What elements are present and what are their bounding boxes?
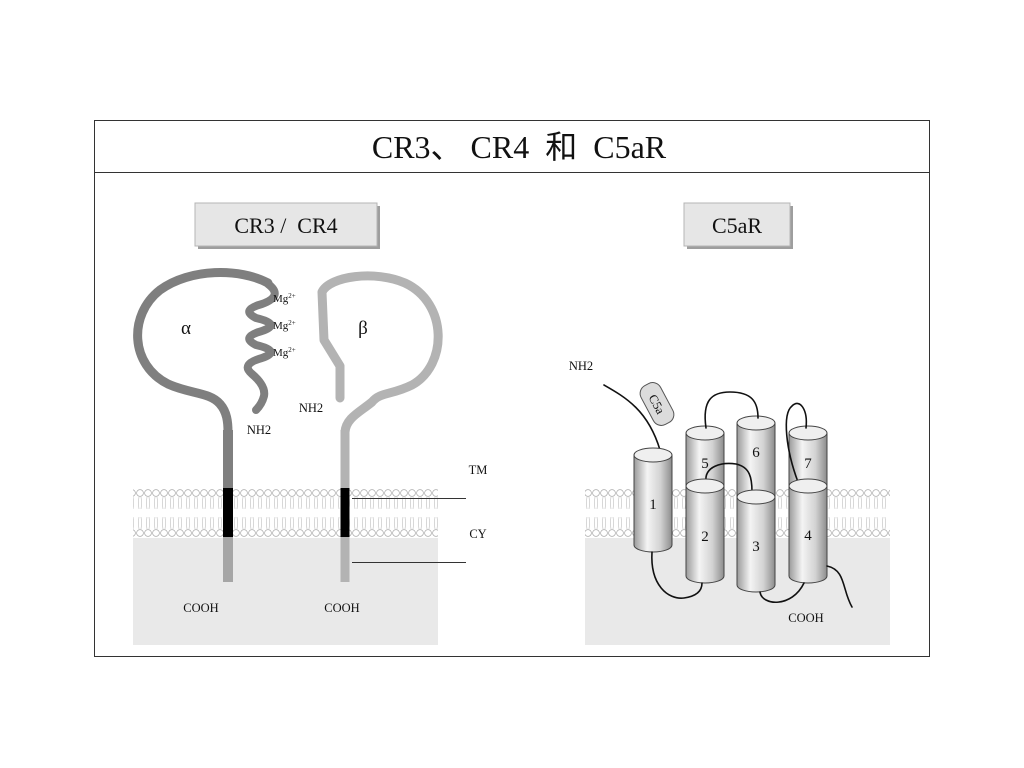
beta-loop bbox=[317, 271, 443, 437]
left-membrane-panel bbox=[133, 488, 438, 645]
label-c5ar: C5aR bbox=[712, 213, 762, 238]
loop-5-6 bbox=[704, 391, 759, 429]
loop-1-2 bbox=[651, 551, 703, 599]
mg-label-3: Mg2+ bbox=[273, 346, 296, 359]
lipid-bilayer-left bbox=[133, 488, 438, 538]
slide-title: CR3、 CR4 和 C5aR bbox=[372, 129, 667, 165]
nh2-c5ar-label: NH2 bbox=[569, 359, 593, 373]
helix-1 bbox=[633, 447, 673, 553]
c5a-ligand: C5a bbox=[639, 382, 675, 426]
alpha-loop bbox=[133, 268, 273, 437]
tm-label: TM bbox=[469, 463, 488, 477]
alpha-chain bbox=[133, 268, 279, 582]
helix-7-label: 7 bbox=[804, 456, 812, 472]
cooh-beta-label: COOH bbox=[324, 601, 359, 615]
beta-chain bbox=[317, 271, 443, 582]
helix-6-label: 6 bbox=[752, 445, 760, 461]
label-box-c5ar: C5aR bbox=[683, 202, 793, 249]
helix-3-label: 3 bbox=[752, 539, 760, 555]
label-cr3-cr4: CR3 / CR4 bbox=[234, 213, 337, 238]
helix-3 bbox=[736, 489, 776, 593]
nh2-alpha-label: NH2 bbox=[247, 423, 271, 437]
helix-4-label: 4 bbox=[804, 528, 812, 544]
beta-transmembrane-segment bbox=[340, 488, 350, 537]
n-terminal-tail bbox=[603, 384, 661, 451]
cooh-c5ar-label: COOH bbox=[788, 611, 823, 625]
c-terminal-tail bbox=[826, 565, 853, 608]
label-box-cr3-cr4: CR3 / CR4 bbox=[194, 202, 380, 249]
helix-2-label: 2 bbox=[701, 529, 709, 545]
nh2-beta-label: NH2 bbox=[299, 401, 323, 415]
mg-label-2: Mg2+ bbox=[273, 319, 296, 332]
helix-1-label: 1 bbox=[649, 497, 657, 513]
cy-label: CY bbox=[469, 527, 486, 541]
loop-4-7 bbox=[785, 402, 808, 483]
alpha-transmembrane-segment bbox=[223, 488, 233, 537]
beta-label: β bbox=[358, 318, 368, 339]
loop-3-4 bbox=[759, 582, 805, 604]
helix-2 bbox=[685, 478, 725, 584]
alpha-label: α bbox=[181, 318, 191, 339]
loop-2-3 bbox=[705, 462, 753, 493]
helix-4 bbox=[788, 478, 828, 584]
alpha-mg-coil bbox=[243, 280, 279, 414]
mg-label-1: Mg2+ bbox=[273, 292, 296, 305]
cooh-alpha-label: COOH bbox=[183, 601, 218, 615]
helix-5-label: 5 bbox=[701, 456, 709, 472]
